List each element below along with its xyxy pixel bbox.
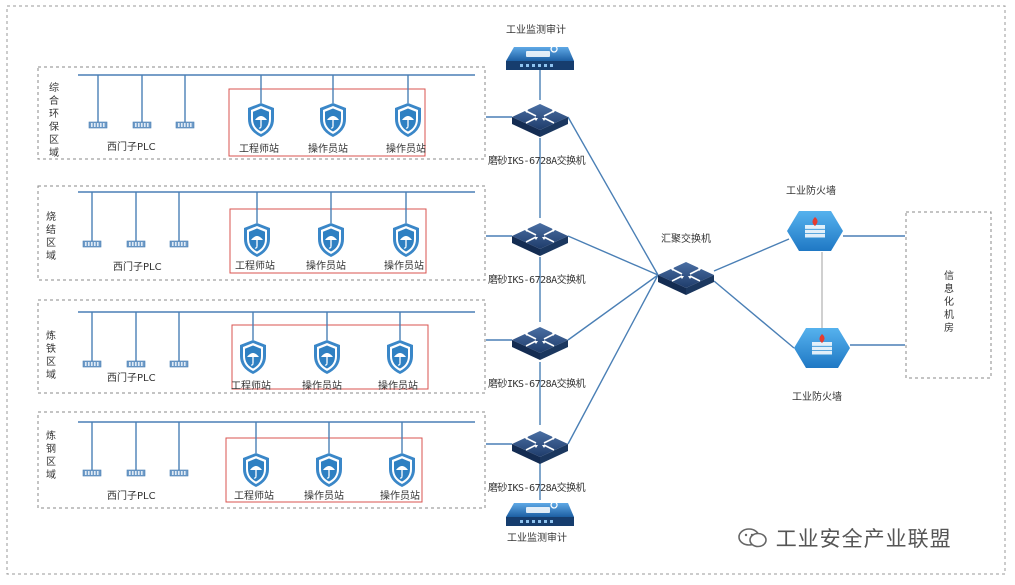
zone-3-station-group [231, 324, 429, 390]
zone-2-station-group [229, 208, 427, 274]
plc-icon [126, 469, 146, 477]
wechat-icon [738, 527, 768, 549]
link-agg-fw2 [713, 280, 795, 349]
audit-top-icon [506, 45, 574, 70]
zone-2-station-label-2: 操作员站 [306, 261, 346, 272]
zone-1-switch-icon [512, 104, 568, 137]
zone-2-station-label-1: 工程师站 [235, 261, 275, 272]
workstation-shield-icon [318, 223, 344, 257]
zone-1-switch-label: 磨砂IKS-6728A交换机 [488, 156, 586, 167]
zone-2-switch-label: 磨砂IKS-6728A交换机 [488, 275, 586, 286]
zone-2-station-label-3: 操作员站 [384, 261, 424, 272]
devices-layer [82, 45, 850, 526]
plc-icon [88, 121, 108, 129]
workstation-shield-icon [248, 103, 274, 137]
link-switch-2-aggregation [567, 235, 659, 276]
plc-icon [82, 240, 102, 248]
workstation-shield-icon [389, 453, 415, 487]
plc-icon [175, 121, 195, 129]
zone-3-station-label-2: 操作员站 [302, 381, 342, 392]
zone-3-switch-label: 磨砂IKS-6728A交换机 [488, 379, 586, 390]
zone-3-station-label-3: 操作员站 [378, 381, 418, 392]
link-switch-3-aggregation [567, 274, 659, 341]
audit-bottom-icon [506, 501, 574, 526]
zone-1-station-label-2: 操作员站 [308, 144, 348, 155]
zone-4-box [37, 411, 486, 509]
workstation-shield-icon [393, 223, 419, 257]
workstation-shield-icon [314, 340, 340, 374]
zone-1-station-group [228, 88, 426, 157]
zone-1-name: 综合环保区域 [49, 83, 59, 159]
zone-4-station-label-2: 操作员站 [304, 491, 344, 502]
zone-2-name: 烧结区域 [46, 212, 56, 262]
plc-icon [169, 240, 189, 248]
workstation-shield-icon [395, 103, 421, 137]
workstation-shield-icon [243, 453, 269, 487]
workstation-shield-icon [320, 103, 346, 137]
plc-icon [169, 469, 189, 477]
link-switch-1-aggregation [567, 116, 659, 276]
zone-3-box [37, 299, 486, 394]
aggregation-switch-label: 汇聚交换机 [661, 234, 711, 245]
audit-top-label: 工业监测审计 [506, 25, 566, 36]
zone-2-box [37, 185, 486, 281]
workstation-shield-icon [240, 340, 266, 374]
zone-1-box [37, 66, 486, 160]
firewall-top-icon [787, 211, 843, 251]
zone-3-plc-label: 西门子PLC [107, 373, 156, 384]
zone-4-plc-label: 西门子PLC [107, 491, 156, 502]
zone-3-station-label-1: 工程师站 [231, 381, 271, 392]
watermark: 工业安全产业联盟 [738, 523, 952, 553]
zone-4-switch-label: 磨砂IKS-6728A交换机 [488, 483, 586, 494]
zone-4-station-label-3: 操作员站 [380, 491, 420, 502]
zone-4-station-group [225, 437, 423, 503]
link-switch-4-aggregation [567, 274, 659, 445]
zone-4-station-label-1: 工程师站 [234, 491, 274, 502]
zone-1-plc-label: 西门子PLC [107, 142, 156, 153]
zone-4-name: 炼钢区域 [46, 431, 56, 481]
zone-3-switch-icon [512, 327, 568, 360]
firewall-top-label: 工业防火墙 [786, 186, 836, 197]
plc-icon [82, 360, 102, 368]
plc-icon [126, 240, 146, 248]
workstation-shield-icon [316, 453, 342, 487]
zone-4-switch-icon [512, 431, 568, 464]
watermark-text: 工业安全产业联盟 [775, 527, 952, 551]
aggregation-switch-icon [658, 262, 714, 295]
zone-1-station-label-3: 操作员站 [386, 144, 426, 155]
network-links [486, 56, 905, 500]
plc-icon [169, 360, 189, 368]
workstation-shield-icon [387, 340, 413, 374]
audit-bottom-label: 工业监测审计 [507, 533, 567, 544]
plc-icon [82, 469, 102, 477]
zone-2-plc-label: 西门子PLC [113, 262, 162, 273]
zone-2-switch-icon [512, 223, 568, 256]
server-room-box [905, 211, 992, 379]
firewall-bottom-label: 工业防火墙 [792, 392, 842, 403]
zone-3-name: 炼铁区域 [46, 331, 56, 381]
firewall-bottom-icon [794, 328, 850, 368]
zone-1-station-label-1: 工程师站 [239, 144, 279, 155]
plc-icon [126, 360, 146, 368]
plc-icon [132, 121, 152, 129]
link-agg-fw1 [713, 238, 790, 272]
zones-layer [6, 5, 1006, 575]
outer-frame [6, 5, 1006, 575]
server-room-label: 信息化机房 [944, 271, 954, 334]
workstation-shield-icon [244, 223, 270, 257]
